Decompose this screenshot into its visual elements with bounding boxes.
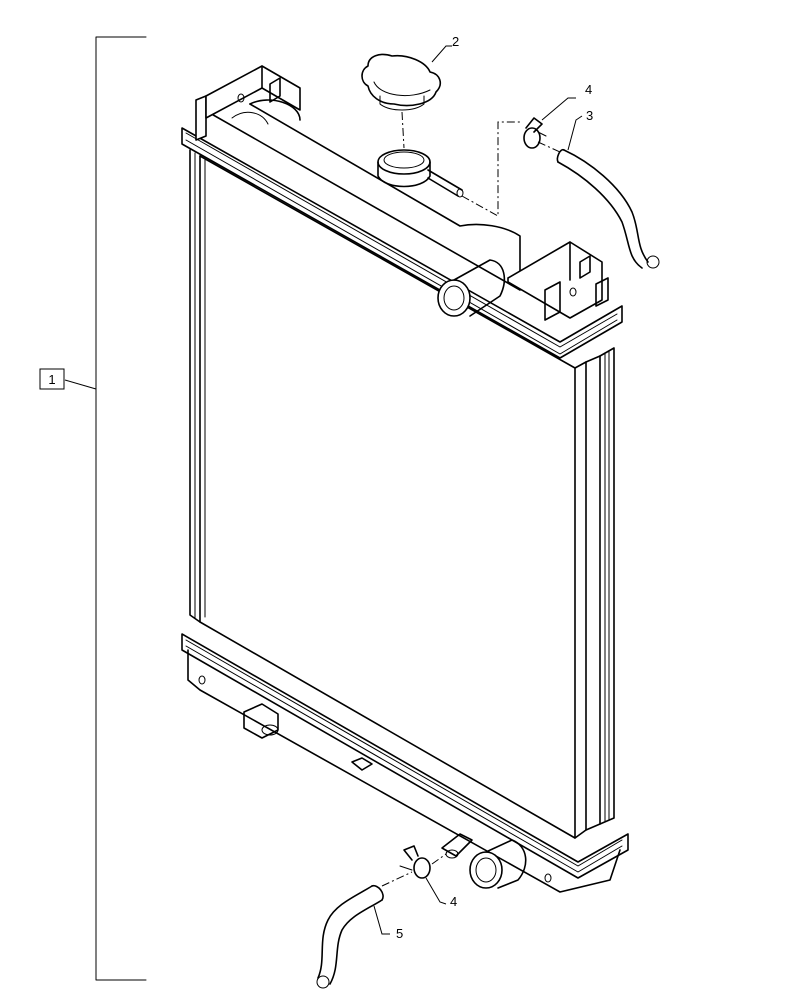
- svg-text:4: 4: [450, 894, 457, 909]
- lower-routing-line: [381, 853, 447, 887]
- radiator-core: [189, 149, 615, 839]
- lower-hose: [316, 884, 384, 989]
- svg-text:3: 3: [586, 108, 593, 123]
- callout-4-lower: 4: [425, 877, 457, 909]
- svg-text:1: 1: [48, 372, 55, 387]
- svg-text:5: 5: [396, 926, 403, 941]
- assembly-bracket: [64, 36, 147, 981]
- bottom-tank: [181, 633, 629, 893]
- svg-text:2: 2: [452, 34, 459, 49]
- svg-text:4: 4: [585, 82, 592, 97]
- cap-leader-line: [401, 111, 405, 149]
- callout-4-upper: 4: [541, 82, 592, 121]
- hose-clamp-lower: [399, 845, 431, 879]
- callout-3: 3: [567, 108, 593, 151]
- upper-hose: [556, 148, 660, 269]
- callout-5: 5: [373, 905, 403, 941]
- radiator-cap: [361, 53, 442, 111]
- top-tank: [181, 65, 623, 359]
- callout-2: 2: [431, 34, 459, 63]
- hose-clamp-upper: [523, 117, 547, 149]
- upper-routing-line: [461, 121, 561, 217]
- callout-1: 1: [39, 368, 65, 390]
